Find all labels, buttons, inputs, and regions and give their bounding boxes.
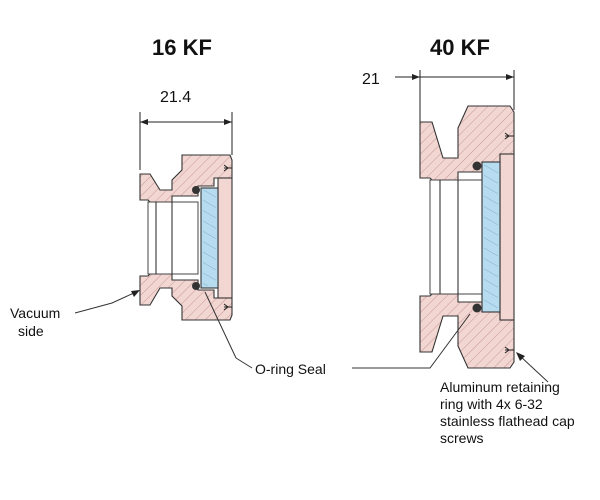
left-title: 16 KF xyxy=(152,35,212,60)
retaining-label-line2: ring with 4x 6-32 xyxy=(440,396,543,412)
retaining-label-line1: Aluminum retaining xyxy=(440,379,560,395)
kf40-dimension: 21 xyxy=(362,70,515,125)
kf16-assembly: 21.4 xyxy=(139,89,233,321)
vacuum-label-line1: Vacuum xyxy=(10,305,60,321)
kf16-dimension: 21.4 xyxy=(139,89,233,170)
kf40-assembly: 21 xyxy=(362,70,515,369)
kf40-oring-top xyxy=(472,161,482,171)
retaining-ring-callout: Aluminum retaining ring with 4x 6-32 sta… xyxy=(440,352,575,446)
kf16-oring-bottom xyxy=(192,282,200,290)
kf16-retaining-ring xyxy=(217,177,233,299)
oring-seal-callout: O-ring Seal xyxy=(204,291,471,377)
kf40-retaining-ring xyxy=(499,153,515,321)
kf40-bore xyxy=(429,179,485,295)
kf16-dimension-label: 21.4 xyxy=(160,89,191,106)
kf40-dimension-label: 21 xyxy=(362,71,380,88)
vacuum-side-callout: Vacuum side xyxy=(10,290,140,339)
right-title: 40 KF xyxy=(430,35,490,60)
retaining-label-line4: screws xyxy=(440,430,484,446)
kf40-oring-bottom xyxy=(472,303,482,313)
kf16-oring-top xyxy=(192,186,200,194)
vacuum-label-line2: side xyxy=(18,323,44,339)
retaining-label-line3: stainless flathead cap xyxy=(440,413,575,429)
oring-seal-label: O-ring Seal xyxy=(255,361,326,377)
